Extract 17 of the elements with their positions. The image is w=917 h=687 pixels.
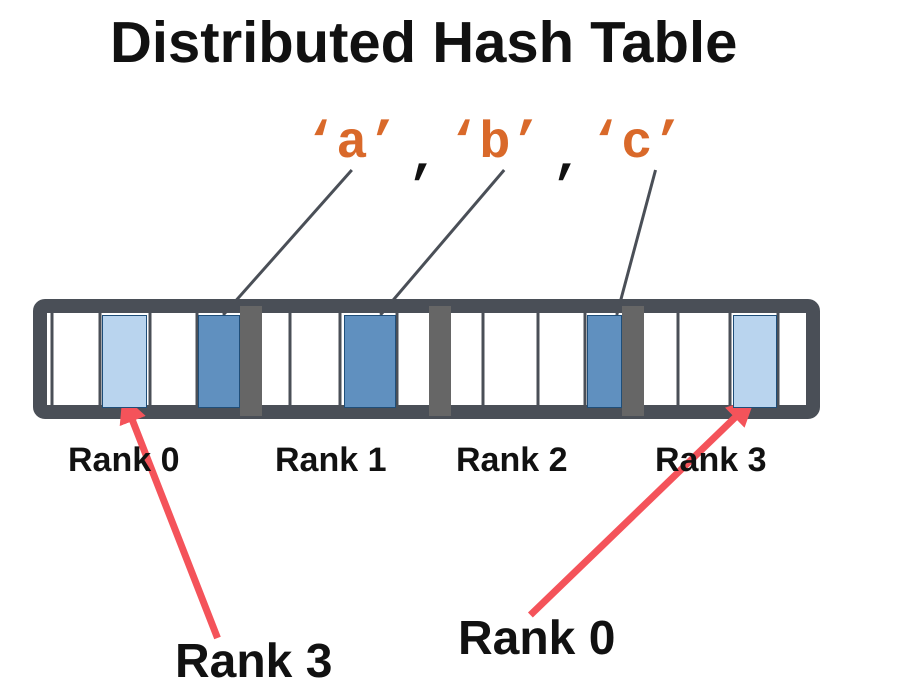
comma: , — [408, 132, 440, 184]
leader-line — [379, 169, 506, 316]
table-slot — [587, 315, 622, 408]
title: Distributed Hash Table — [110, 14, 738, 72]
rank-label: Rank 0 — [458, 615, 616, 663]
table-slot — [198, 315, 240, 408]
key-text: ‘c’ — [590, 118, 684, 170]
rank-label: Rank 1 — [275, 443, 386, 477]
rank-label: Rank 3 — [175, 638, 332, 686]
table-slot — [102, 315, 147, 408]
key-text: ‘a’ — [305, 118, 399, 170]
key-text: ‘b’ — [448, 118, 542, 170]
table-slot — [344, 315, 396, 408]
comma: , — [552, 132, 584, 184]
table-slot — [733, 315, 777, 408]
rank-label: Rank 2 — [456, 443, 568, 477]
leader-line — [222, 169, 353, 316]
